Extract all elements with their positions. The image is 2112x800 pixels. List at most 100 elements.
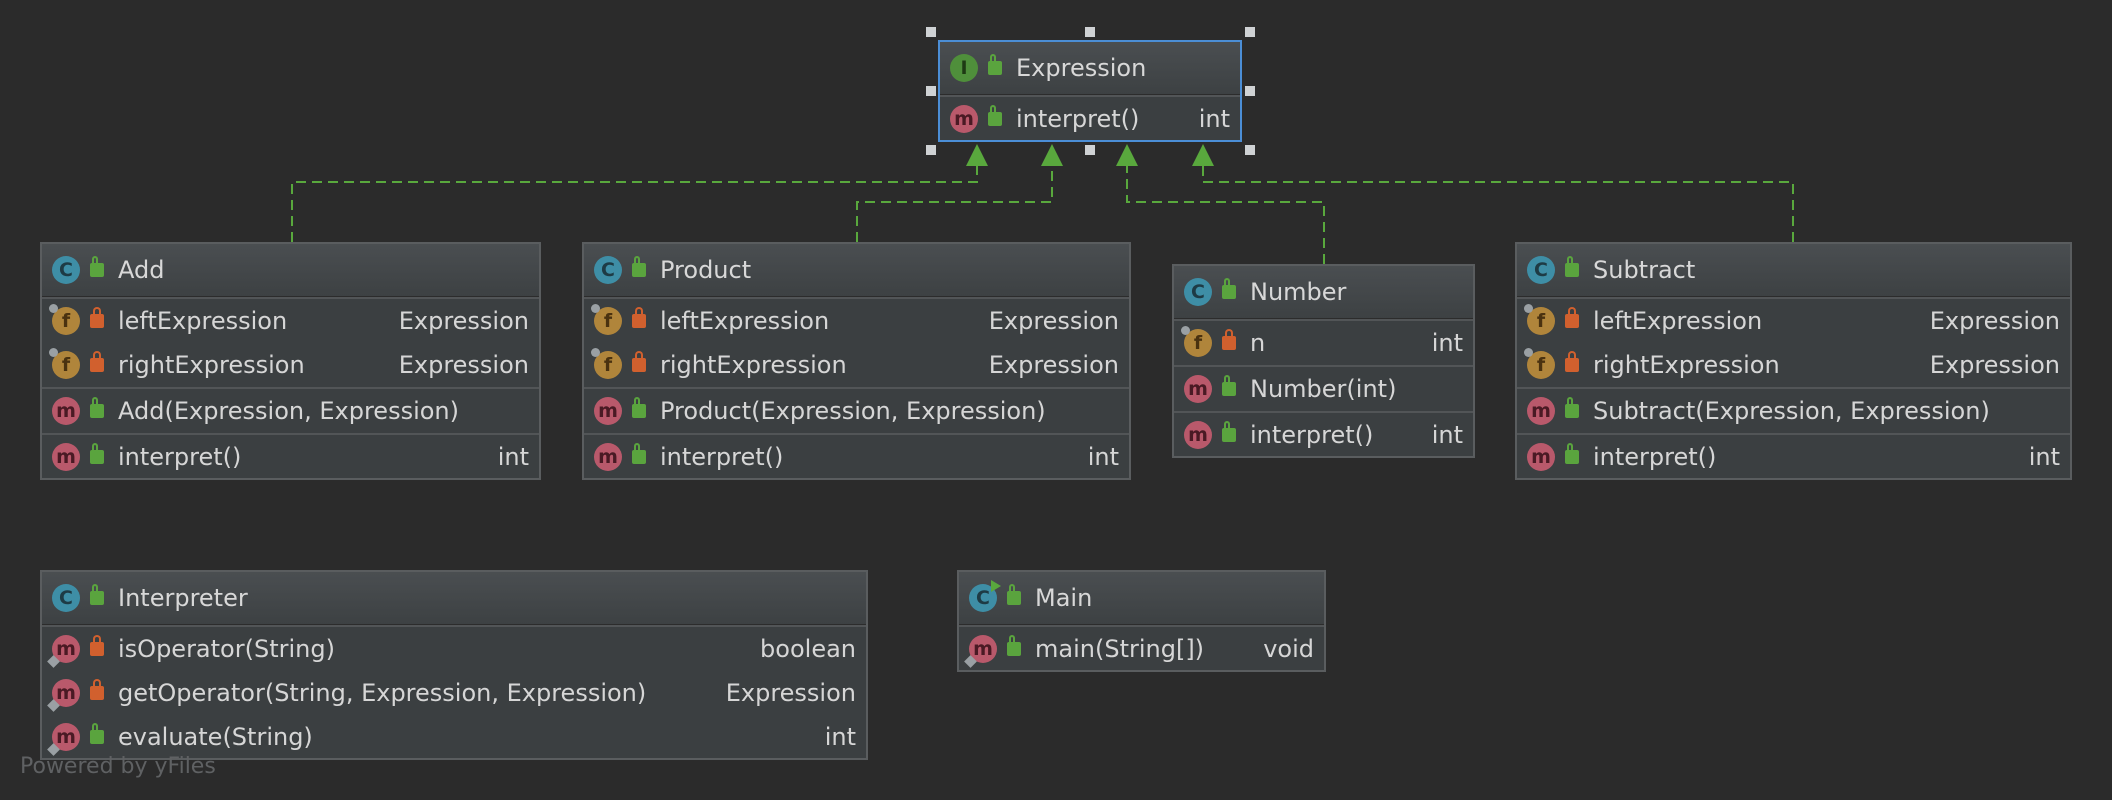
fields-section: f leftExpression Expression f rightExpre… xyxy=(584,297,1129,387)
field-name: leftExpression xyxy=(118,307,288,335)
constructor-name: Add(Expression, Expression) xyxy=(118,397,460,425)
method-name: interpret() xyxy=(1016,105,1140,133)
method-row: m interpret() int xyxy=(584,435,1129,479)
final-field-icon: f xyxy=(49,304,80,335)
resize-handle-n[interactable] xyxy=(1085,27,1095,37)
field-type: Expression xyxy=(1929,307,2060,335)
methods-section: m interpret() int xyxy=(1174,411,1473,457)
node-title: Number xyxy=(1250,278,1347,306)
method-name: interpret() xyxy=(660,443,784,471)
method-name: main(String[]) xyxy=(1035,635,1205,663)
constructor-row: m Number(int) xyxy=(1174,367,1473,411)
field-name: leftExpression xyxy=(1593,307,1763,335)
field-type: Expression xyxy=(398,351,529,379)
method-icon: m xyxy=(594,443,622,471)
public-visibility-icon xyxy=(1565,256,1579,277)
node-number[interactable]: C Number f n int m Number(int) m interp xyxy=(1172,264,1475,458)
static-method-icon: m xyxy=(47,679,80,712)
constructor-row: m Subtract(Expression, Expression) xyxy=(1517,389,2070,433)
fields-section: f leftExpression Expression f rightExpre… xyxy=(42,297,539,387)
method-row: m main(String[]) void xyxy=(959,627,1324,671)
resize-handle-nw[interactable] xyxy=(926,27,936,37)
resize-handle-se[interactable] xyxy=(1245,145,1255,155)
methods-section: m interpret() int xyxy=(584,433,1129,479)
methods-section: m main(String[]) void xyxy=(959,625,1324,671)
final-field-icon: f xyxy=(1524,348,1555,379)
return-type: int xyxy=(1198,105,1230,133)
resize-handle-ne[interactable] xyxy=(1245,27,1255,37)
resize-handle-sw[interactable] xyxy=(926,145,936,155)
public-visibility-icon xyxy=(90,723,104,744)
public-visibility-icon xyxy=(1007,635,1021,656)
public-visibility-icon xyxy=(1222,278,1236,299)
constructor-name: Product(Expression, Expression) xyxy=(660,397,1046,425)
method-name: evaluate(String) xyxy=(118,723,313,751)
field-type: Expression xyxy=(398,307,529,335)
field-name: leftExpression xyxy=(660,307,830,335)
field-name: n xyxy=(1250,329,1266,357)
method-icon: m xyxy=(1184,421,1212,449)
private-visibility-icon xyxy=(90,635,104,656)
method-row: m interpret() int xyxy=(940,97,1240,141)
field-type: Expression xyxy=(1929,351,2060,379)
method-icon: m xyxy=(52,397,80,425)
constructors-section: m Subtract(Expression, Expression) xyxy=(1517,387,2070,433)
node-expression[interactable]: I Expression m interpret() int xyxy=(938,40,1242,142)
class-icon: C xyxy=(1527,256,1555,284)
resize-handle-w[interactable] xyxy=(926,86,936,96)
node-header: C Product xyxy=(584,244,1129,297)
public-visibility-icon xyxy=(632,256,646,277)
final-field-icon: f xyxy=(49,348,80,379)
node-header: C Main xyxy=(959,572,1324,625)
node-title: Product xyxy=(660,256,752,284)
abstract-method-icon: m xyxy=(950,105,978,133)
methods-section: m interpret() int xyxy=(42,433,539,479)
node-interpreter[interactable]: C Interpreter m isOperator(String) boole… xyxy=(40,570,868,760)
final-field-icon: f xyxy=(1181,326,1212,357)
fields-section: f leftExpression Expression f rightExpre… xyxy=(1517,297,2070,387)
constructor-row: m Add(Expression, Expression) xyxy=(42,389,539,433)
method-row: m interpret() int xyxy=(42,435,539,479)
private-visibility-icon xyxy=(1222,329,1236,350)
arrowhead-product xyxy=(1041,144,1063,166)
field-row: f leftExpression Expression xyxy=(584,299,1129,343)
constructors-section: m Add(Expression, Expression) xyxy=(42,387,539,433)
methods-section: m interpret() int xyxy=(940,95,1240,141)
public-visibility-icon xyxy=(1222,375,1236,396)
node-product[interactable]: C Product f leftExpression Expression f … xyxy=(582,242,1131,480)
node-header: C Add xyxy=(42,244,539,297)
return-type: int xyxy=(1087,443,1119,471)
method-icon: m xyxy=(1527,397,1555,425)
constructors-section: m Number(int) xyxy=(1174,365,1473,411)
node-title: Interpreter xyxy=(118,584,248,612)
private-visibility-icon xyxy=(1565,351,1579,372)
node-main[interactable]: C Main m main(String[]) void xyxy=(957,570,1326,672)
public-visibility-icon xyxy=(1222,421,1236,442)
public-visibility-icon xyxy=(632,397,646,418)
node-add[interactable]: C Add f leftExpression Expression f righ… xyxy=(40,242,541,480)
node-header: I Expression xyxy=(940,42,1240,95)
class-icon: C xyxy=(1184,278,1212,306)
method-row: m interpret() int xyxy=(1174,413,1473,457)
private-visibility-icon xyxy=(90,351,104,372)
static-method-icon: m xyxy=(47,635,80,668)
public-visibility-icon xyxy=(1565,397,1579,418)
method-row: m interpret() int xyxy=(1517,435,2070,479)
watermark: Powered by yFiles xyxy=(20,754,216,779)
method-name: interpret() xyxy=(1250,421,1374,449)
node-title: Expression xyxy=(1016,54,1147,82)
arrowhead-number xyxy=(1116,144,1138,166)
private-visibility-icon xyxy=(1565,307,1579,328)
edge-subtract-expression xyxy=(1202,160,1794,242)
method-name: getOperator(String, Expression, Expressi… xyxy=(118,679,647,707)
private-visibility-icon xyxy=(632,307,646,328)
node-subtract[interactable]: C Subtract f leftExpression Expression f… xyxy=(1515,242,2072,480)
return-type: int xyxy=(824,723,856,751)
public-visibility-icon xyxy=(632,443,646,464)
static-method-icon: m xyxy=(47,723,80,756)
resize-handle-e[interactable] xyxy=(1245,86,1255,96)
node-header: C Number xyxy=(1174,266,1473,319)
resize-handle-s[interactable] xyxy=(1085,145,1095,155)
